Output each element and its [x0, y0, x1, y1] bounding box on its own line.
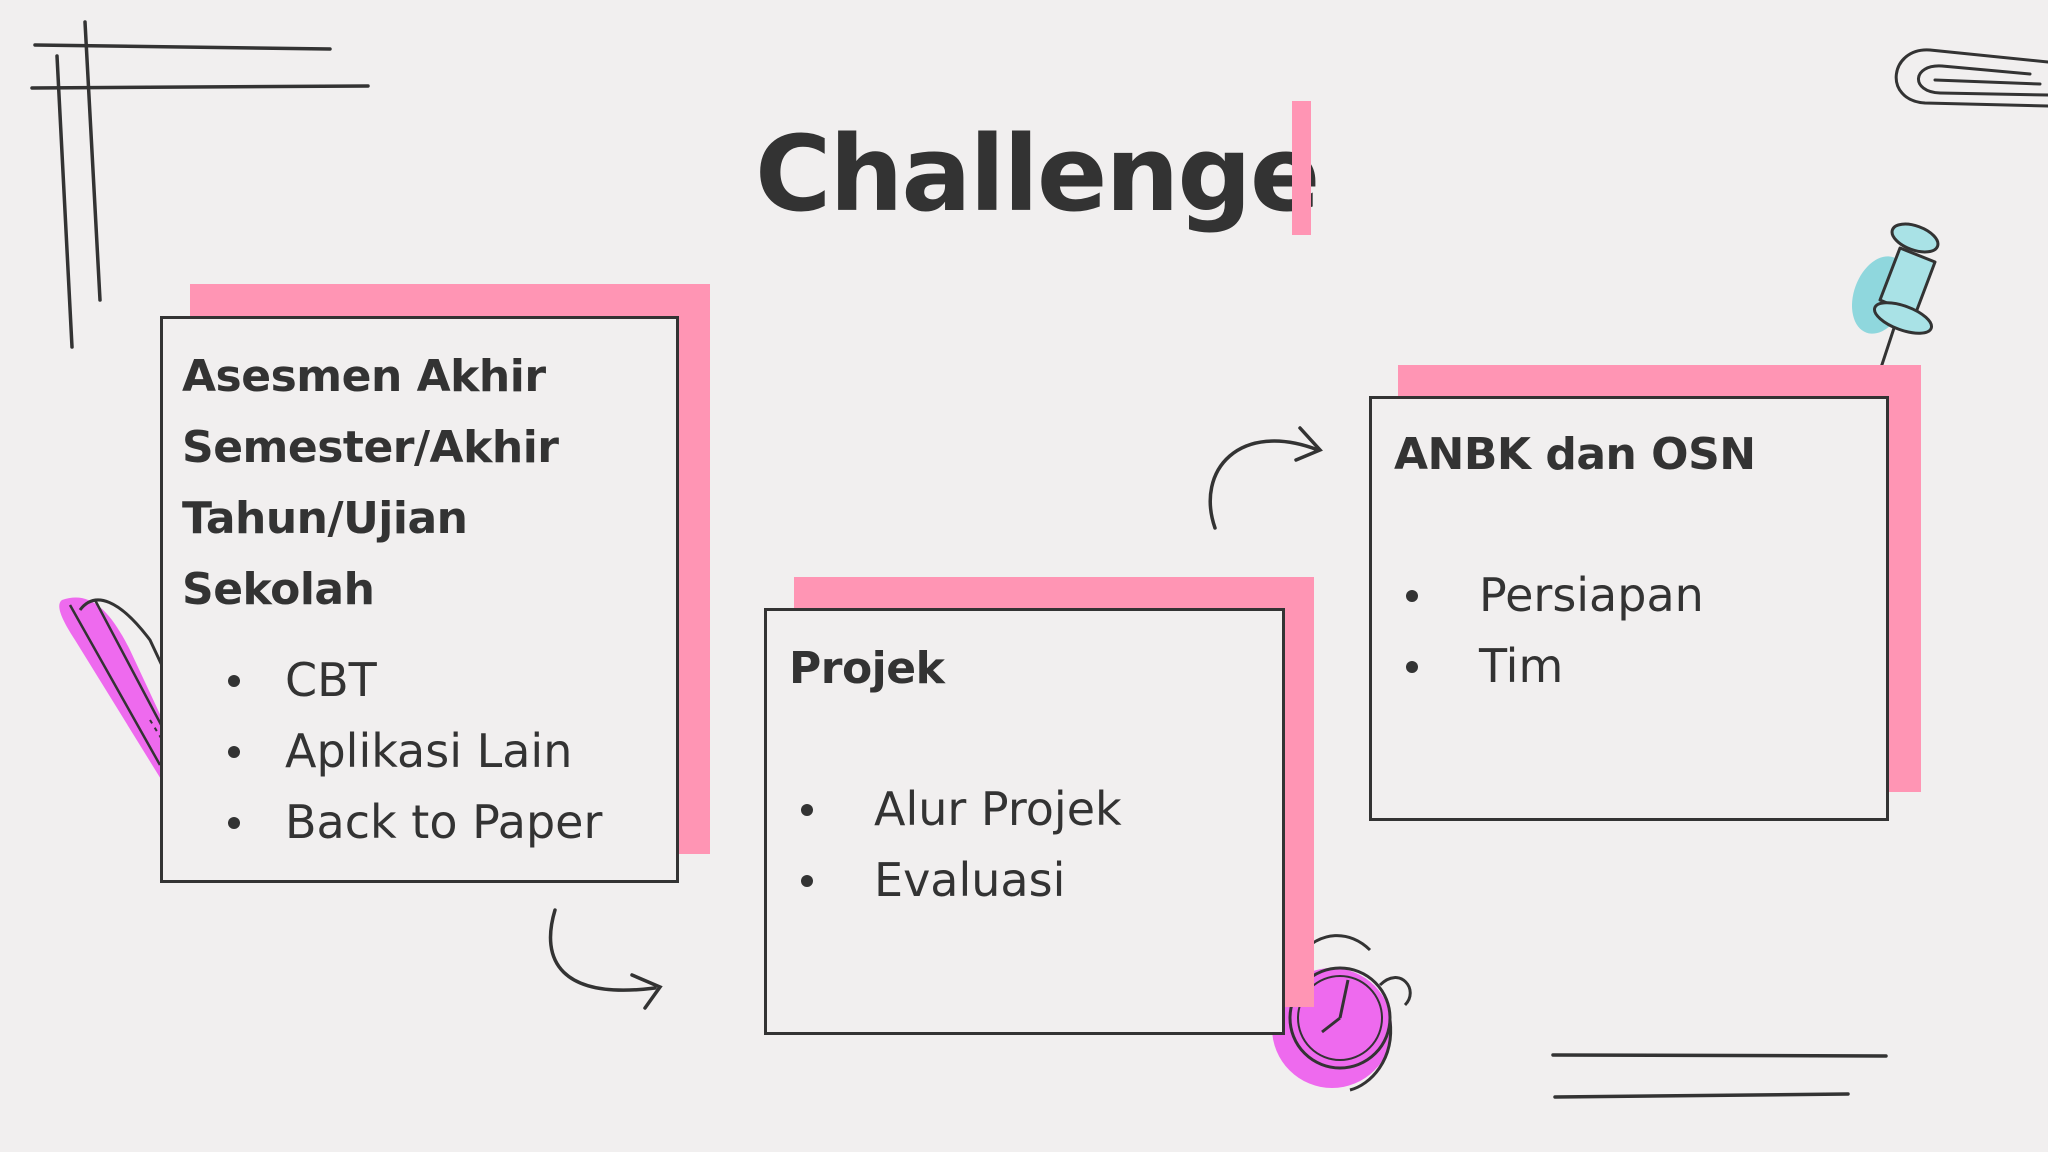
card-title-line: Asesmen Akhir: [182, 351, 546, 402]
card-title-line: Tahun/Ujian: [182, 493, 468, 544]
slide-title: Challenge: [755, 113, 1320, 235]
card-title: Asesmen Akhir Semester/Akhir Tahun/Ujian…: [182, 341, 676, 625]
list-item: Tim: [1394, 631, 1886, 702]
list-item: CBT: [182, 645, 676, 716]
bullet-list: Alur Projek Evaluasi: [789, 774, 1282, 916]
card-title: ANBK dan OSN: [1394, 429, 1756, 480]
card-title-line: Semester/Akhir: [182, 422, 559, 473]
card-title-line: Sekolah: [182, 564, 375, 615]
card-anbk: ANBK dan OSN Persiapan Tim: [1369, 396, 1889, 821]
paperclip-icon: [1894, 48, 2048, 108]
list-item: Alur Projek: [789, 774, 1282, 845]
list-item: Aplikasi Lain: [182, 716, 676, 787]
card-asesmen: Asesmen Akhir Semester/Akhir Tahun/Ujian…: [160, 316, 679, 883]
bullet-list: Persiapan Tim: [1394, 560, 1886, 702]
curved-arrow-icon: [548, 908, 663, 1010]
list-item: Persiapan: [1394, 560, 1886, 631]
curved-arrow-icon: [1208, 426, 1323, 530]
list-item: Back to Paper: [182, 787, 676, 858]
card-projek: Projek Alur Projek Evaluasi: [764, 608, 1285, 1035]
title-accent-bar: [1292, 101, 1311, 235]
card-title: Projek: [789, 643, 945, 694]
list-item: Evaluasi: [789, 845, 1282, 916]
bullet-list: CBT Aplikasi Lain Back to Paper: [182, 645, 676, 858]
underline-strokes-icon: [1551, 1053, 1888, 1099]
